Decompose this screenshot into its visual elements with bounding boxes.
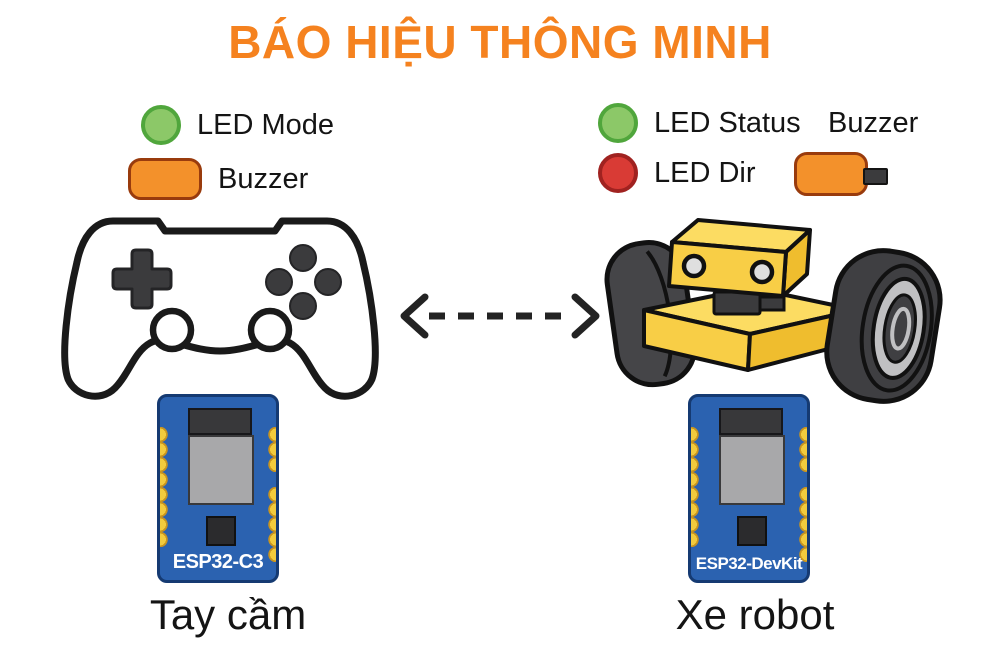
board-pins-left-icon [691,427,702,547]
robot-eye-left [681,253,707,279]
buzzer-icon-right [794,152,888,196]
caption-controller: Tay cầm [149,591,307,638]
gamepad-body [61,217,379,400]
led-status-row: LED Status [598,101,801,145]
led-status-green-icon [598,103,638,143]
robot-car-illustration-icon [604,218,943,404]
board-label-right: ESP32-DevKit [695,554,803,573]
wireless-link-arrow-icon [400,293,600,339]
buzzer-pin-tab-icon [863,168,888,185]
action-buttons-icon [265,244,342,320]
left-legend: LED Mode Buzzer [128,103,334,201]
gamepad-illustration-icon [61,217,379,400]
buzzer-label-right: Buzzer [828,107,919,139]
board-chip [206,516,236,546]
board-antenna [719,408,783,435]
dpad-icon [111,248,173,310]
board-pins-right-top-icon [796,427,807,472]
buzzer-label-left: Buzzer [218,162,309,195]
board-pins-right-bottom-icon [265,487,276,562]
board-chip [737,516,767,546]
led-mode-label: LED Mode [197,108,335,141]
robot-eye-right [749,259,775,285]
robot-right-wheel-icon [824,248,943,404]
board-shield [188,435,254,505]
board-pins-right-bottom-icon [796,487,807,562]
board-shield [719,435,785,505]
led-dir-red-icon [598,153,638,193]
robot-head [667,218,812,298]
board-antenna [188,408,252,435]
buzzer-row-left: Buzzer [128,157,334,201]
buzzer-icon-left [128,158,202,200]
board-label-left: ESP32-C3 [172,551,264,573]
board-pins-left-icon [160,427,171,547]
led-dir-row: LED Dir [598,151,801,195]
led-dir-label: LED Dir [654,156,756,189]
esp32-c3-board: ESP32-C3 [157,394,279,583]
analog-sticks-icon [149,307,293,353]
board-pins-right-top-icon [265,427,276,472]
led-status-label: LED Status [654,106,801,139]
led-mode-row: LED Mode [128,103,334,147]
page-title: BÁO HIỆU THÔNG MINH [228,16,772,68]
robot-neck [712,290,786,316]
right-legend: LED Status LED Dir [598,101,801,195]
led-mode-green-icon [141,105,181,145]
esp32-devkit-board: ESP32-DevKit [688,394,810,583]
caption-robot: Xe robot [675,591,835,638]
